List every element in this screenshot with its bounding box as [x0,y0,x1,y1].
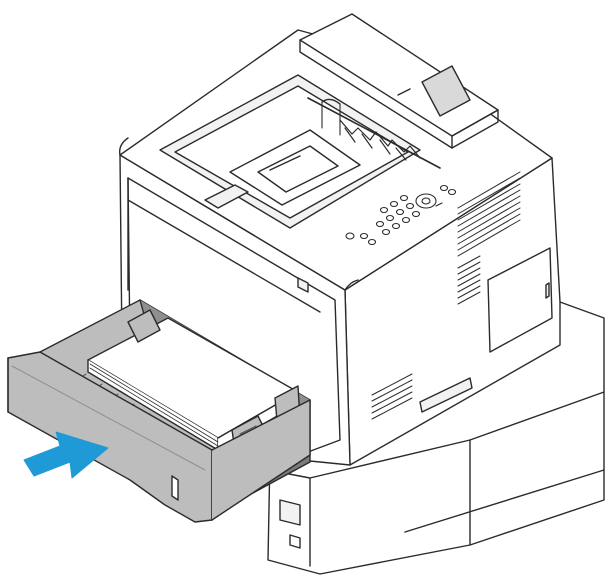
output-area [159,74,441,229]
keypad [345,184,457,246]
key-button[interactable] [385,214,395,222]
key-button[interactable] [399,194,409,202]
side-access-door[interactable] [487,247,553,353]
key-button[interactable] [411,210,421,218]
printer-base-unit [267,301,605,575]
display-screen [421,65,471,117]
key-button[interactable] [405,202,415,210]
key-button[interactable] [439,184,449,192]
insert-direction-arrow [23,431,109,479]
side-vents-lower [457,255,481,305]
exit-rollers [339,119,421,161]
side-vents-upper [457,171,521,257]
key-button[interactable] [367,238,377,246]
tray-handle[interactable] [171,475,179,501]
power-button[interactable] [345,232,355,240]
paper-guide-left[interactable] [127,309,161,343]
control-panel [299,13,499,149]
key-button[interactable] [375,220,385,228]
key-button[interactable] [359,232,369,240]
key-button[interactable] [389,200,399,208]
key-button[interactable] [381,228,391,236]
front-latch[interactable] [297,277,309,293]
key-button[interactable] [391,222,401,230]
output-tray-extension[interactable] [229,129,361,206]
key-button[interactable] [395,208,405,216]
key-button[interactable] [379,206,389,214]
bottom-vents [371,373,413,420]
key-button[interactable] [447,188,457,196]
paper-tray[interactable] [7,299,311,523]
key-button[interactable] [401,216,411,224]
tray-front[interactable] [7,351,213,523]
